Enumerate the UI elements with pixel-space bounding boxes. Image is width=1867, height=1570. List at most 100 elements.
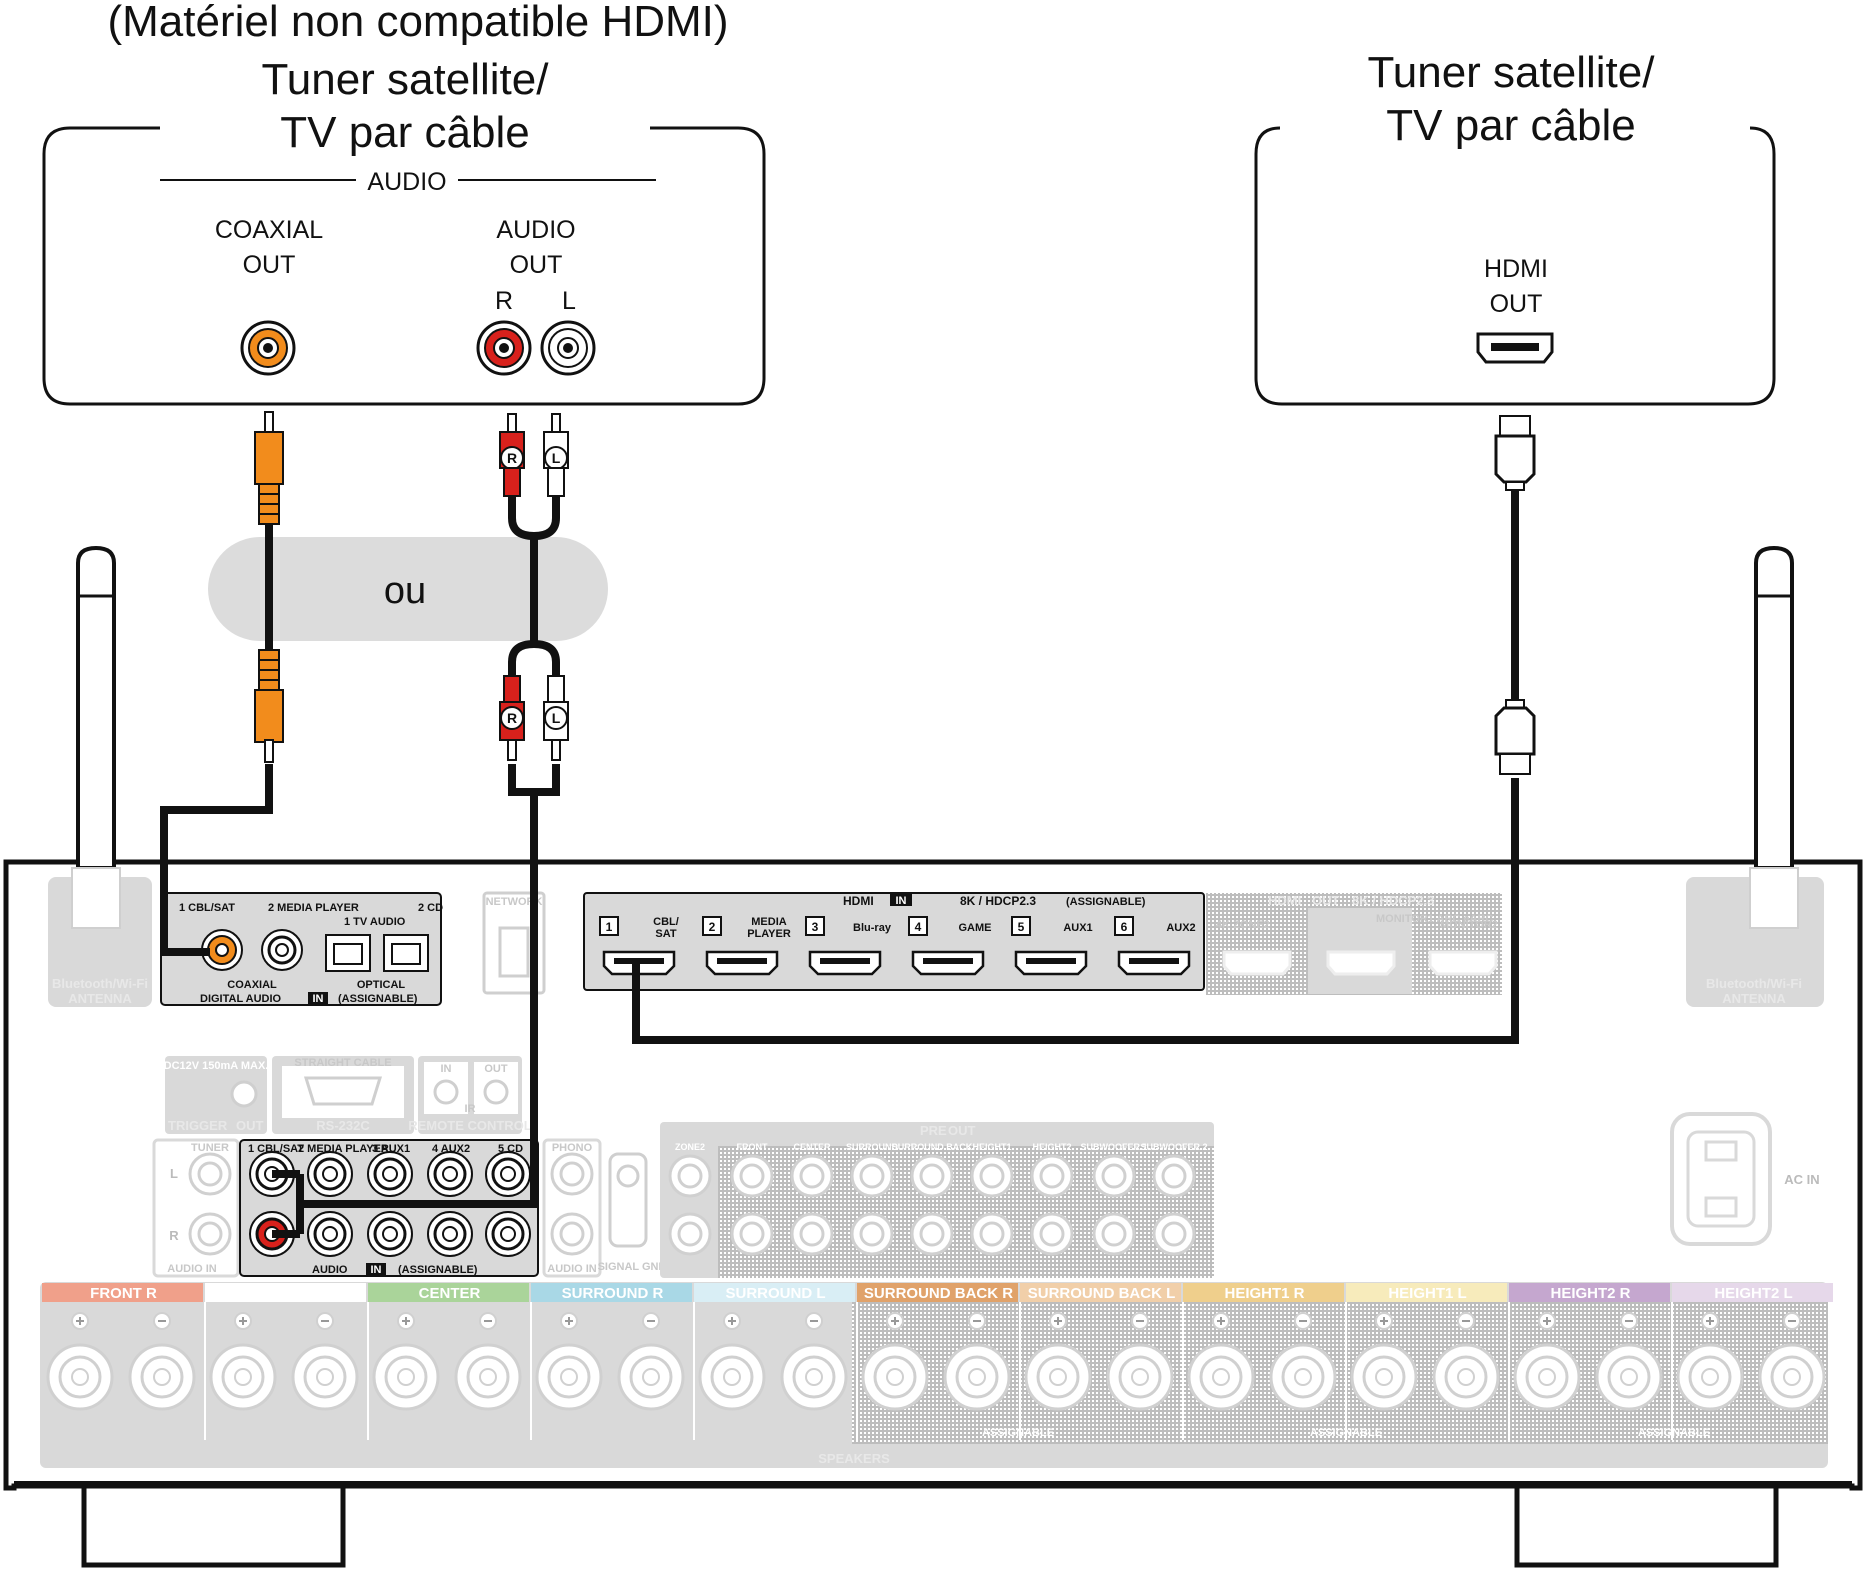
speaker-surround-l-header [694,1283,855,1302]
hdmi-out-port[interactable] [1476,332,1554,364]
pre-out-height1-jack-1[interactable] [970,1154,1014,1198]
phono-r-jack[interactable] [550,1212,594,1256]
hdmi-out-port-2[interactable] [1326,950,1396,976]
pre-out-subwoofer-2-jack-2[interactable] [1152,1212,1196,1256]
pre-out-badge: OUT [948,1123,976,1138]
analog-in-3-l-jack[interactable] [367,1151,413,1197]
speaker-surround-r-minus-terminal[interactable] [617,1312,685,1411]
pre-out-center-jack-2[interactable] [790,1212,834,1256]
speaker-height2-r-plus-terminal[interactable] [1513,1312,1581,1411]
network-port[interactable]: NETWORK [482,891,546,995]
optical-in-2-port[interactable] [383,934,429,972]
coaxial-in-2-jack[interactable] [261,929,303,971]
pre-out-height1-jack-2[interactable] [970,1212,1014,1256]
speaker-front-l-minus-terminal[interactable] [291,1312,359,1411]
rs232c-port[interactable] [303,1076,383,1106]
analog-in-5-r-jack[interactable] [485,1211,531,1257]
analog-in-5-l-jack[interactable] [485,1151,531,1197]
plug-r-mark-bottom: R [507,710,517,726]
speaker-surround-back-r-plus-terminal[interactable] [861,1312,929,1411]
remote-in-jack[interactable] [433,1079,459,1105]
optical-in-1-port[interactable] [325,934,371,972]
pre-out-height2-jack-2[interactable] [1030,1212,1074,1256]
hdmi-out-port-1[interactable] [1222,950,1292,976]
speaker-height1-r-label: HEIGHT1 R [1224,1285,1304,1302]
pre-out-surround-jack-1[interactable] [850,1154,894,1198]
hdmi-out-spec: 8K / HDCP2.3 [1352,893,1434,908]
hdmi-out-port-3[interactable] [1428,950,1498,976]
analog-in-4-l-jack[interactable] [427,1151,473,1197]
right-antenna-label-line1: Bluetooth/Wi-Fi [1706,976,1802,991]
speaker-front-r-plus-terminal[interactable] [46,1312,114,1411]
speaker-height1-l-minus-terminal[interactable] [1432,1312,1500,1411]
phono-l-jack[interactable] [550,1152,594,1196]
coaxial-out-jack[interactable] [240,320,296,376]
speaker-front-r-minus-terminal[interactable] [128,1312,196,1411]
pre-out-surround-back-jack-1[interactable] [910,1154,954,1198]
speaker-surround-l-plus-terminal[interactable] [698,1312,766,1411]
speaker-surround-back-l-plus-terminal[interactable] [1024,1312,1092,1411]
tuner-l-jack[interactable] [188,1152,232,1196]
speaker-height2-l-minus-terminal[interactable] [1758,1312,1826,1411]
analog-in-2-r-jack[interactable] [307,1211,353,1257]
pre-out-subwoofer-2-jack-1[interactable] [1152,1154,1196,1198]
speaker-surround-back-l-label: SURROUND BACK L [1028,1285,1176,1302]
pre-out-front-jack-2[interactable] [730,1212,774,1256]
hdmi-incompatible-note: (Matériel non compatible HDMI) [107,0,728,46]
hdmi-cable [632,415,1536,1044]
tuner-r-jack[interactable] [188,1212,232,1256]
cables: R L R L [160,411,1536,1238]
analog-in-2-l-jack[interactable] [307,1151,353,1197]
coaxial-out-label-line1: COAXIAL [215,216,323,244]
speaker-surround-back-l-minus-terminal[interactable] [1106,1312,1174,1411]
digital-in-2-label: 2 MEDIA PLAYER [268,902,359,914]
analog-in-1-label: 1 CBL/SAT [248,1143,304,1155]
hdmi-out-panel: HDMI OUT 8K / HDCP2.3 4K ZONE2 MONITOR1 … [1206,893,1502,995]
hdmi-out-badge: OUT [1312,893,1340,908]
audio-out-l-jack[interactable] [540,320,596,376]
hdmi-in-assignable: (ASSIGNABLE) [1066,896,1146,908]
speaker-front-l-plus-terminal[interactable] [209,1312,277,1411]
pre-out-surround-back-jack-2[interactable] [910,1212,954,1256]
pre-out-height2-jack-1[interactable] [1030,1154,1074,1198]
hdmi-in-port-4-label: GAME [959,922,992,934]
speaker-height1-r-plus-terminal[interactable] [1187,1312,1255,1411]
analog-in-2-label: 2 MEDIA PLAYER [298,1143,389,1155]
analog-in-4-r-jack[interactable] [427,1211,473,1257]
pre-out-zone2-jack-2[interactable] [668,1212,712,1256]
hdmi-out-port-2-label: MONITOR1 ARC eARC [1376,913,1493,925]
audio-out-r-jack[interactable] [476,320,532,376]
speaker-surround-back-r-minus-terminal[interactable] [943,1312,1011,1411]
right-source-device: Tuner satellite/ TV par câble HDMI OUT [1254,48,1776,406]
pre-out-front-jack-1[interactable] [730,1154,774,1198]
hdmi-out-label-line1: HDMI [1484,255,1548,283]
speaker-height2-r-minus-terminal[interactable] [1595,1312,1663,1411]
pre-out-subwoofer-1-jack-1[interactable] [1092,1154,1136,1198]
speaker-center-plus-terminal[interactable] [372,1312,440,1411]
speaker-surround-r-plus-terminal[interactable] [535,1312,603,1411]
analog-in-3-r-jack[interactable] [367,1211,413,1257]
ac-in-socket[interactable]: AC IN [1670,1112,1820,1246]
left-antenna: Bluetooth/Wi-Fi ANTENNA [48,545,152,1007]
speaker-height1-r-minus-terminal[interactable] [1269,1312,1337,1411]
right-antenna-label-line2: ANTENNA [1722,991,1786,1006]
rca-cable: R L R L [272,413,569,1238]
or-separator: ou [208,537,608,641]
pre-out-zone2-jack-1[interactable] [668,1154,712,1198]
trigger-jack[interactable] [230,1080,258,1108]
speaker-center-minus-terminal[interactable] [454,1312,522,1411]
pre-out-center-jack-1[interactable] [790,1154,834,1198]
pre-out-subwoofer-1-jack-2[interactable] [1092,1212,1136,1256]
left-channel-label: L [562,287,576,315]
remote-out-jack[interactable] [483,1079,509,1105]
speaker-surround-l-minus-terminal[interactable] [780,1312,848,1411]
speaker-height2-l-plus-terminal[interactable] [1676,1312,1744,1411]
speaker-height1-l-plus-terminal[interactable] [1350,1312,1418,1411]
pre-out-surround-jack-2[interactable] [850,1212,894,1256]
